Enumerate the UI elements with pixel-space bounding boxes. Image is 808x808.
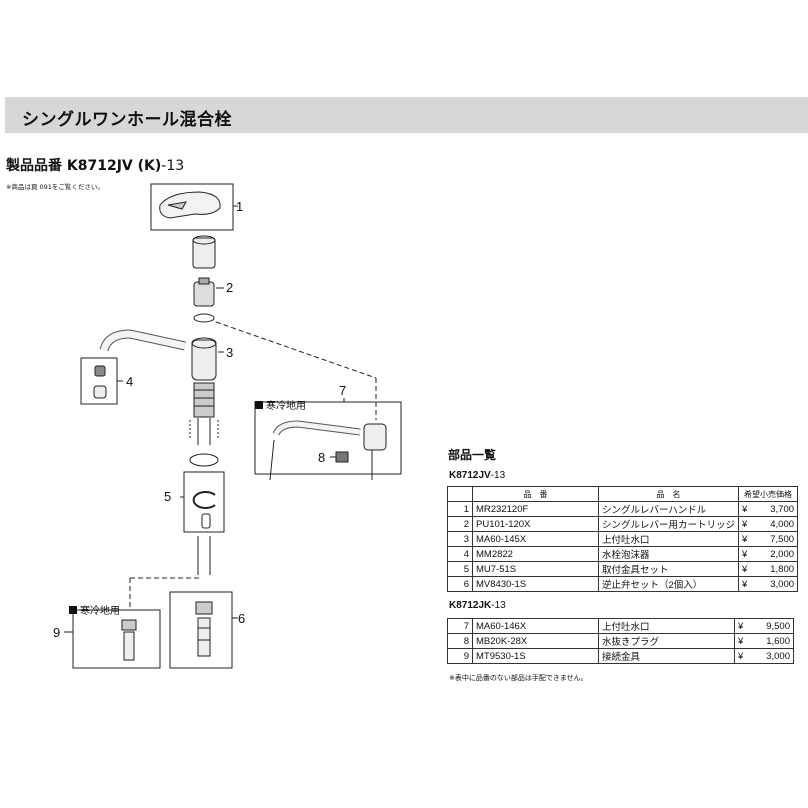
part-number-7: 7 bbox=[339, 383, 346, 398]
section-label-k8712jv: K8712JV-13 bbox=[449, 470, 506, 481]
table-note: ※表中に品番のない部品は手配できません。 bbox=[449, 674, 588, 682]
connector-box bbox=[72, 609, 161, 669]
part-number-5: 5 bbox=[164, 489, 171, 504]
part-number-2: 2 bbox=[226, 280, 233, 295]
header-bar bbox=[5, 97, 808, 133]
product-code: K8712JV (K) bbox=[66, 158, 162, 174]
part-number-1: 1 bbox=[236, 199, 243, 214]
part-number-8: 8 bbox=[318, 450, 325, 465]
table-row: 5 MU7-51S 取付金具セット ¥1,800 bbox=[447, 561, 799, 577]
col-no bbox=[447, 486, 473, 502]
mounting-box bbox=[183, 471, 225, 533]
part-number-3: 3 bbox=[226, 345, 233, 360]
part-number-6: 6 bbox=[238, 611, 245, 626]
table-row: 7 MA60-146X 上付吐水口 ¥9,500 bbox=[447, 618, 794, 634]
cold-region-label-spout: 寒冷地用 bbox=[255, 397, 306, 412]
col-price: 希望小売価格 bbox=[738, 486, 799, 502]
cold-region-spout-box bbox=[254, 401, 402, 475]
product-code-line: 製品品番 K8712JV (K)-13 bbox=[6, 155, 184, 175]
page-title: シングルワンホール混合栓 bbox=[22, 110, 232, 130]
table-row: 1 MR232120F シングルレバーハンドル ¥3,700 bbox=[447, 501, 799, 517]
check-valve-box bbox=[169, 591, 233, 669]
product-label: 製品品番 bbox=[6, 158, 62, 174]
parts-table-k8712jk: 7 MA60-146X 上付吐水口 ¥9,500 8 MB20K-28X 水抜き… bbox=[447, 618, 794, 664]
handle-box bbox=[150, 183, 234, 231]
square-icon bbox=[69, 605, 77, 614]
col-code: 品 番 bbox=[472, 486, 599, 502]
cold-region-label-connector: 寒冷地用 bbox=[69, 602, 120, 617]
square-icon bbox=[255, 400, 263, 409]
table-row: 3 MA60-145X 上付吐水口 ¥7,500 bbox=[447, 531, 799, 547]
parts-list-title: 部品一覧 bbox=[448, 448, 497, 462]
product-suffix: -13 bbox=[161, 158, 185, 174]
section-label-k8712jk: K8712JK-13 bbox=[449, 600, 506, 611]
part-number-4: 4 bbox=[126, 374, 133, 389]
part-number-9: 9 bbox=[53, 625, 60, 640]
col-name: 品 名 bbox=[597, 486, 740, 502]
parts-table-k8712jv: 品 番 品 名 希望小売価格 1 MR232120F シングルレバーハンドル ¥… bbox=[447, 486, 799, 592]
table-row: 8 MB20K-28X 水抜きプラグ ¥1,600 bbox=[447, 633, 794, 649]
table-row: 6 MV8430-1S 逆止弁セット（2個入） ¥3,000 bbox=[447, 576, 799, 592]
table-row: 9 MT9530-1S 接続金具 ¥3,000 bbox=[447, 648, 794, 664]
table-row: 2 PU101-120X シングルレバー用カートリッジ ¥4,000 bbox=[447, 516, 799, 532]
product-note: ※商品は頁 091をご覧ください。 bbox=[6, 183, 104, 191]
table-row: 4 MM2822 水栓泡沫器 ¥2,000 bbox=[447, 546, 799, 562]
